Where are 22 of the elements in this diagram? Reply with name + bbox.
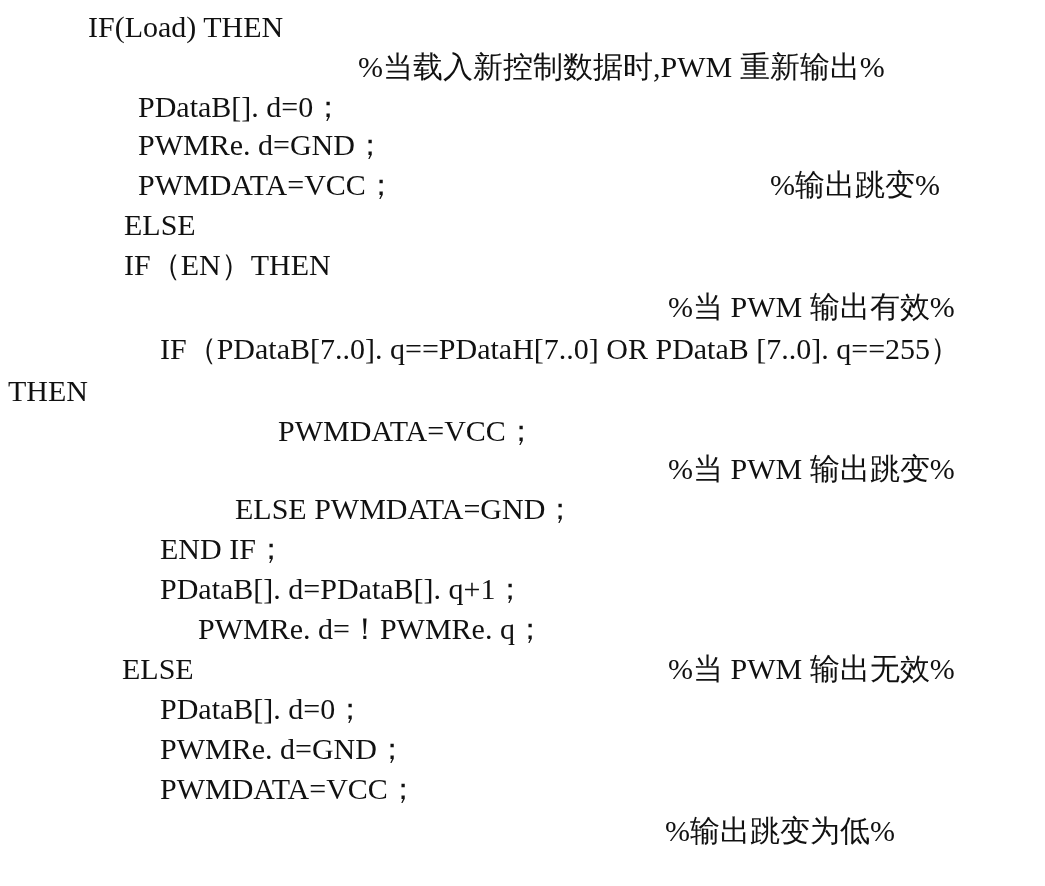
code-line: PWMRe. d=GND； <box>138 127 385 163</box>
code-line: IF（PDataB[7..0]. q==PDataH[7..0] OR PDataB [7..0]. q==255）THEN <box>8 331 962 409</box>
code-comment: %当 PWM 输出有效% <box>668 289 955 325</box>
code-line: END IF； <box>160 531 286 567</box>
code-line: PWMDATA=VCC； <box>278 413 536 449</box>
code-line: ELSE PWMDATA=GND； <box>235 491 576 527</box>
code-line: IF（EN）THEN <box>124 247 331 283</box>
code-line: IF(Load) THEN <box>88 9 284 45</box>
code-comment: %当载入新控制数据时,PWM 重新输出% <box>358 49 885 85</box>
code-line: ELSE <box>122 651 194 687</box>
code-comment: %当 PWM 输出跳变% <box>668 451 955 487</box>
code-comment: %输出跳变% <box>770 167 940 203</box>
code-comment: %当 PWM 输出无效% <box>668 651 955 687</box>
code-line: PDataB[]. d=PDataB[]. q+1； <box>160 571 526 607</box>
code-line: PDataB[]. d=0； <box>138 89 344 125</box>
code-line: ELSE <box>124 207 196 243</box>
code-line: PWMRe. d=！PWMRe. q； <box>198 611 545 647</box>
code-line: PWMRe. d=GND； <box>160 731 407 767</box>
code-line: PWMDATA=VCC； <box>138 167 396 203</box>
code-line: PWMDATA=VCC； <box>160 771 418 807</box>
code-comment: %输出跳变为低% <box>665 813 895 849</box>
code-line: PDataB[]. d=0； <box>160 691 366 727</box>
